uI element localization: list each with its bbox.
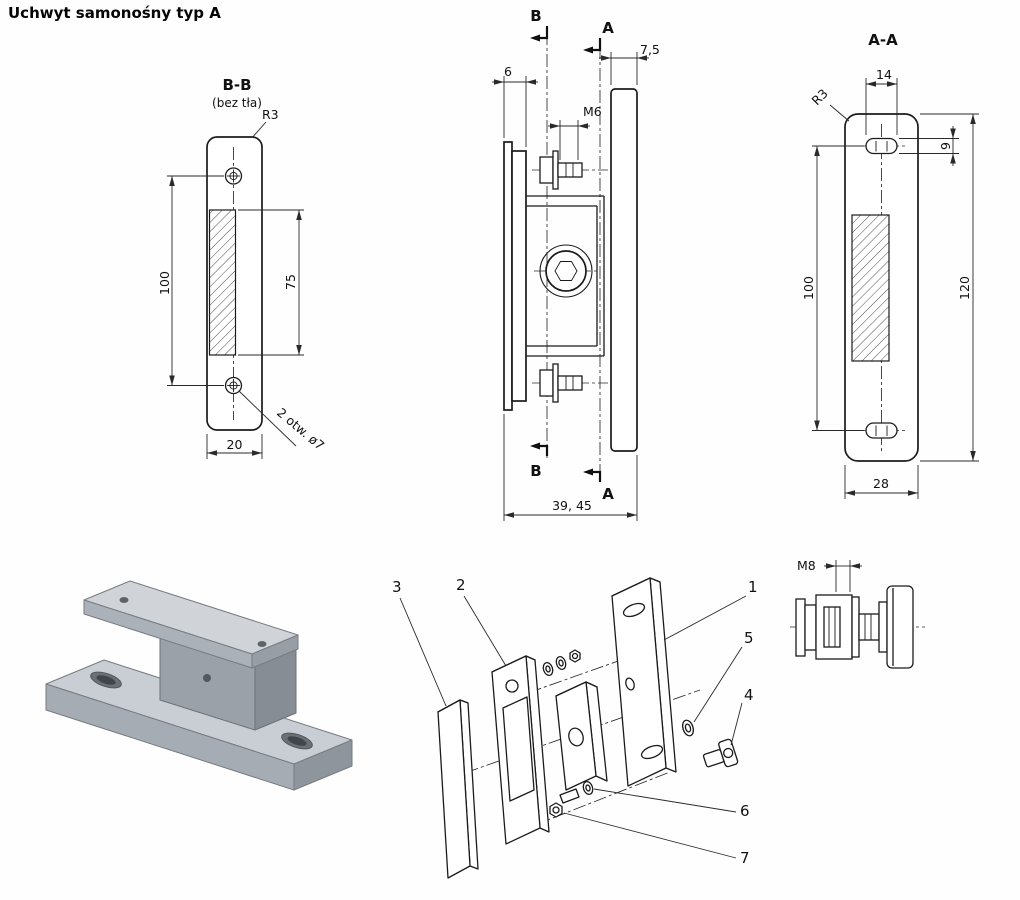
dim-100-bb: 100	[157, 175, 224, 386]
exploded-frame-plate	[491, 655, 550, 845]
dim-14: 14	[865, 67, 898, 135]
exploded-magnet-housing	[555, 681, 608, 791]
detail-cover-plate	[795, 598, 806, 657]
detail-view: M8	[790, 558, 925, 669]
part-callouts: 3 2 1 5 4 6 7	[392, 576, 758, 867]
svg-text:A: A	[602, 485, 614, 503]
exploded-washer-5	[681, 719, 695, 737]
radius-label-aa: R3	[809, 86, 831, 108]
dim-m8-label: M8	[797, 558, 816, 573]
exploded-back-plate	[611, 577, 677, 787]
top-screw	[532, 150, 608, 190]
magnet-housing-side	[526, 195, 605, 357]
dim-7-5: 7,5	[599, 42, 660, 85]
iso-top-plate	[83, 580, 299, 669]
detail-washer	[851, 596, 860, 658]
dim-100-label: 100	[157, 271, 172, 295]
exploded-screw-4	[702, 738, 739, 768]
drawing-title: Uchwyt samonośny typ A	[8, 4, 221, 22]
dim-100-aa: 100	[801, 145, 864, 431]
slot-top	[858, 137, 905, 155]
view-aa-label: A-A	[868, 31, 898, 49]
svg-text:B: B	[530, 7, 541, 25]
screw-hole-top	[224, 167, 243, 185]
dim-m6-label: M6	[583, 104, 602, 119]
part-4-label: 4	[744, 686, 754, 704]
section-marker-b-top: B	[530, 7, 549, 42]
detail-flange	[878, 601, 888, 653]
iso-slot-left	[90, 671, 122, 689]
dim-6: 6	[492, 64, 538, 147]
dim-m6: M6	[548, 104, 602, 160]
dim-9: 9	[899, 126, 959, 166]
radius-label: R3	[262, 107, 279, 122]
iso-view	[45, 580, 353, 791]
dim-28-label: 28	[873, 476, 889, 491]
iso-screw-right	[257, 641, 267, 647]
view-bb-sublabel: (bez tła)	[212, 96, 262, 110]
dim-20-bb: 20	[206, 434, 263, 459]
exploded-top-hardware	[542, 649, 581, 676]
dim-75-label: 75	[283, 274, 298, 290]
frame-plate-side	[511, 150, 527, 402]
detail-frame-plate	[804, 604, 817, 651]
dim-39-45-label: 39, 45	[552, 498, 592, 513]
magnet-section-hatch-aa	[851, 214, 890, 362]
detail-screw-shank	[858, 613, 880, 641]
iso-slot-right	[281, 732, 313, 750]
part-5-label: 5	[744, 629, 754, 647]
center-screw-head	[534, 244, 600, 298]
part-1-label: 1	[748, 578, 758, 596]
svg-text:B: B	[530, 462, 541, 480]
dim-m8: M8	[797, 558, 862, 592]
dim-120-label: 120	[957, 276, 972, 300]
view-aa: A-A R3	[801, 31, 979, 499]
dim-9-label: 9	[938, 142, 953, 150]
bottom-screw	[532, 363, 608, 403]
holes-note-label: 2 otw. ø7	[274, 405, 327, 453]
exploded-bottom-hardware	[549, 781, 594, 818]
section-marker-a-bottom: A	[583, 468, 614, 503]
part-7-label: 7	[740, 849, 750, 867]
part-3-label: 3	[392, 578, 402, 596]
dim-20-label: 20	[227, 437, 243, 452]
svg-text:A: A	[602, 19, 614, 37]
view-bb-label: B-B	[222, 76, 251, 94]
view-bb: B-B (bez tła) R3	[157, 76, 327, 459]
dim-100-aa-label: 100	[801, 276, 816, 300]
exploded-cover-plate	[437, 699, 479, 879]
dim-75-bb: 75	[238, 209, 304, 356]
detail-knob	[886, 585, 914, 669]
slot-bottom	[858, 422, 905, 439]
part-6-label: 6	[740, 802, 750, 820]
dim-6-label: 6	[504, 64, 512, 79]
view-side: B A B A	[492, 7, 660, 521]
cover-plate-side	[503, 141, 513, 411]
iso-front-hole	[203, 674, 211, 682]
iso-screw-left	[119, 597, 129, 603]
exploded-view: 3 2 1 5 4 6 7	[392, 576, 758, 879]
section-marker-a-top: A	[583, 19, 614, 54]
back-plate-side	[610, 88, 638, 452]
part-2-label: 2	[456, 576, 466, 594]
screw-hole-bottom	[224, 376, 243, 395]
radius-note-bb: R3	[250, 107, 279, 140]
dim-14-label: 14	[876, 67, 892, 82]
section-marker-b-bottom: B	[530, 442, 549, 480]
dim-120: 120	[920, 113, 979, 462]
magnet-section-hatch	[208, 209, 237, 356]
dim-39-45: 39, 45	[503, 414, 638, 521]
dim-7-5-label: 7,5	[640, 42, 660, 57]
dim-28: 28	[844, 465, 919, 499]
radius-note-aa: R3	[809, 86, 850, 122]
